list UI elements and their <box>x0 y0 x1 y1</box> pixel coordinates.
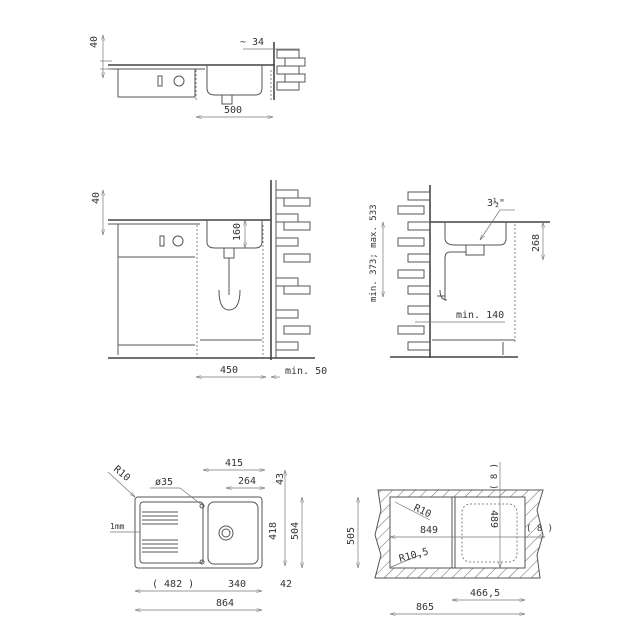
dim-8-right: ( 8 ) <box>526 524 553 534</box>
brick-wall <box>397 185 431 358</box>
dim-height-range: min. 373; max. 533 <box>369 204 379 302</box>
dim-264: 264 <box>238 476 256 487</box>
dim-countertop-40: 40 <box>91 192 102 204</box>
dim-415: 415 <box>225 458 243 469</box>
top-elevation-view: 40 ~ 34 500 <box>89 35 306 117</box>
dim-489: 489 <box>488 510 499 528</box>
dim-865: 865 <box>416 602 434 613</box>
cutout-plan-view: 505 849 R10 R10,5 ( 8 ) 489 ( 8 ) 466,5 … <box>346 462 553 614</box>
hole-diameter: ø35 <box>155 477 173 488</box>
section-view: 3½" min. 373; max. 533 268 min. 140 <box>369 185 550 358</box>
dim-min-140: min. 140 <box>456 310 504 321</box>
dim-864: 864 <box>216 598 234 609</box>
dim-cabinet-500: 500 <box>224 105 242 116</box>
dim-42: 42 <box>280 579 292 590</box>
dim-drain-size: 3½" <box>487 197 505 209</box>
dim-418: 418 <box>268 522 279 540</box>
brick-wall <box>270 180 311 360</box>
dim-505: 505 <box>346 527 357 545</box>
thickness-1mm: 1mm <box>110 522 125 531</box>
dim-8-top: ( 8 ) <box>490 463 500 490</box>
sink-plan-view: 415 264 43 418 504 R10 ø35 1mm ( 482 ) 3… <box>107 458 302 610</box>
dim-340: 340 <box>228 579 246 590</box>
brick-wall <box>273 42 306 100</box>
dim-wall-min-50: min. 50 <box>285 366 327 377</box>
dim-504: 504 <box>290 522 301 540</box>
dim-bowl-depth-160: 160 <box>232 223 243 241</box>
dim-siphon-268: 268 <box>531 234 542 252</box>
radius-r10: R10 <box>111 464 132 484</box>
dim-466-5: 466,5 <box>470 588 500 599</box>
dim-849: 849 <box>420 525 438 536</box>
dim-wall-gap: ~ 34 <box>240 37 264 48</box>
dim-43: 43 <box>275 473 286 485</box>
side-elevation-view: 40 160 450 min. 50 <box>91 180 327 377</box>
dim-482: ( 482 ) <box>152 579 194 590</box>
dim-countertop-40: 40 <box>89 36 100 48</box>
dim-cabinet-450: 450 <box>220 365 238 376</box>
drainboard-ribs <box>142 511 178 553</box>
